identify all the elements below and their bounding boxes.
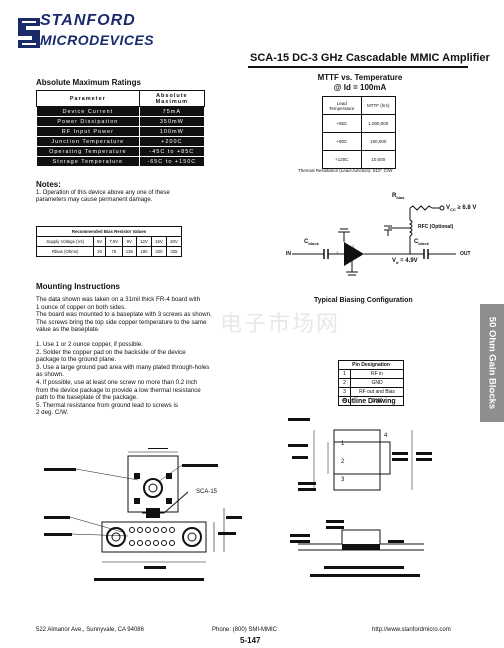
outline-pin1: 1 bbox=[341, 441, 345, 447]
vcc-label: VCC ≥ 6.8 V bbox=[446, 205, 477, 213]
footer-address: 522 Almanor Ave., Sunnyvale, CA 94086 bbox=[36, 627, 144, 633]
watermark: 电子市场网 bbox=[220, 312, 341, 337]
section-tab: 50 Ohm Gain Blocks bbox=[480, 304, 504, 422]
biasing-schematic bbox=[292, 205, 456, 276]
notes-text: 1. Operation of this device above any on… bbox=[36, 190, 170, 203]
notes-heading: Notes: bbox=[36, 180, 61, 189]
document-title: SCA-15 DC-3 GHz Cascadable MMIC Amplifie… bbox=[250, 52, 490, 64]
mounting-heading: Mounting Instructions bbox=[36, 282, 120, 291]
abs-max-heading: Absolute Maximum Ratings bbox=[36, 78, 141, 87]
table-row: Operating Temperature-45C to +85C bbox=[36, 146, 206, 157]
company-logo bbox=[18, 18, 40, 48]
table-row: Storage Temperature-65C to +150C bbox=[36, 156, 206, 167]
logo-line2: MICRODEVICES bbox=[40, 32, 155, 48]
bias-table-title: Recommended Bias Resistor Values bbox=[36, 226, 182, 237]
schematic-pin3: 3 bbox=[358, 250, 361, 255]
mounting-para1: The data shown was taken on a 31mil thic… bbox=[36, 296, 212, 334]
rbias-label: Rbias bbox=[392, 193, 405, 201]
outline-pin4: 4 bbox=[384, 433, 388, 439]
bias-resistor-table: Recommended Bias Resistor Values Supply … bbox=[35, 226, 183, 257]
out-label: OUT bbox=[460, 251, 471, 257]
page-number: 5-147 bbox=[240, 636, 261, 645]
board-device-label: SCA-15 bbox=[196, 489, 218, 495]
cblock-in-label: Cblock bbox=[304, 239, 319, 247]
schematic-pin1: 1 bbox=[336, 250, 339, 255]
table-row: Junction Temperature+200C bbox=[36, 136, 206, 147]
outline-heading: Outline Drawing bbox=[342, 398, 396, 405]
mounting-para2: 1. Use 1 or 2 ounce copper, if possible.… bbox=[36, 341, 210, 417]
vd-label: Vd = 4.9V bbox=[392, 258, 418, 266]
footer-phone: Phone: (800) SMI-MMIC bbox=[212, 627, 278, 633]
mttf-col-hrs: MTTF (hrs) bbox=[360, 96, 397, 115]
outline-pin3: 3 bbox=[341, 477, 345, 483]
logo-line1: STANFORD bbox=[40, 12, 136, 29]
thermal-resistance-caption: Thermal Resistance (Lead-Junction): 510°… bbox=[298, 168, 393, 173]
in-label: IN bbox=[286, 251, 291, 257]
title-rule bbox=[248, 66, 468, 68]
abs-max-col-parameter: Parameter bbox=[36, 90, 140, 107]
biasing-caption: Typical Biasing Configuration bbox=[314, 297, 413, 304]
rfc-label: RFC (Optional) bbox=[418, 224, 454, 230]
mttf-heading: MTTF vs. Temperature @ Id = 100mA bbox=[317, 73, 403, 92]
schematic-pin2: 2 bbox=[352, 244, 355, 249]
pin-table-title: Pin Designation bbox=[338, 360, 404, 370]
cblock-out-label: Cblock bbox=[414, 239, 429, 247]
outline-pin2: 2 bbox=[341, 459, 345, 465]
outline-drawing bbox=[288, 418, 432, 577]
board-mounting-drawing bbox=[44, 448, 242, 581]
footer-url[interactable]: http://www.stanfordmicro.com bbox=[372, 627, 451, 633]
